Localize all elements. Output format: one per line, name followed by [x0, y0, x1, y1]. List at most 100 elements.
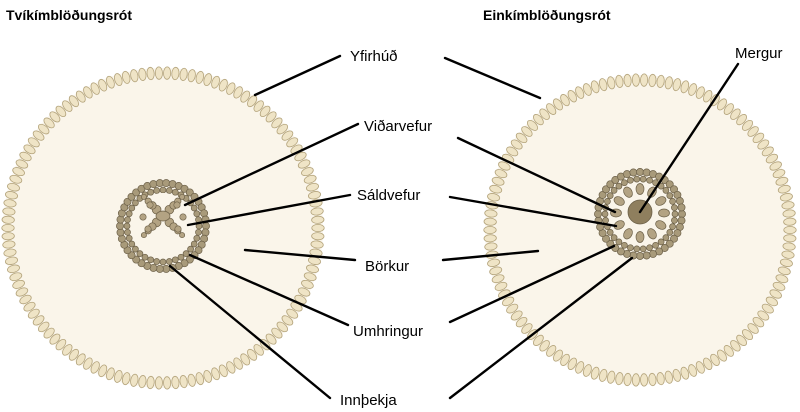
endodermis-cell: [669, 198, 676, 205]
epidermis-cell: [9, 272, 23, 282]
epidermis-cell: [259, 105, 271, 118]
epidermis-cell: [741, 119, 754, 131]
epidermis-cell: [510, 310, 523, 321]
epidermis-cell: [631, 73, 640, 87]
endodermis-cell: [675, 197, 684, 205]
epidermis-cell: [575, 86, 585, 99]
endodermis-cell: [621, 179, 628, 187]
endodermis-cell: [665, 180, 674, 189]
endodermis-cell: [606, 180, 615, 189]
leader-endodermis-left: [168, 264, 332, 400]
epidermis-cell: [233, 357, 243, 370]
epidermis-cell: [23, 301, 36, 312]
vascular-bundle: [655, 220, 667, 230]
epidermis-cell: [761, 146, 774, 157]
epidermis-cell: [730, 340, 741, 352]
endodermis-cell: [615, 238, 623, 246]
endodermis-cell: [125, 210, 133, 218]
endodermis-cell: [171, 256, 179, 264]
label-xylem: Viðarvefur: [364, 118, 432, 135]
epidermis-cell: [703, 357, 713, 370]
phloem-cell: [144, 225, 152, 233]
endodermis-cell: [671, 210, 679, 218]
epidermis-cell: [781, 250, 795, 259]
endodermis-cell: [666, 192, 674, 199]
epidermis-cell: [154, 376, 163, 390]
epidermis-cell: [297, 159, 311, 169]
epidermis-cell: [3, 248, 17, 257]
epidermis-cell: [484, 209, 498, 218]
epidermis-cell: [491, 176, 505, 186]
leader-phloem-left: [186, 193, 352, 227]
epidermis-cell: [75, 353, 86, 366]
epidermis-cell: [240, 353, 251, 366]
epidermis-cell: [4, 191, 19, 200]
label-endodermis: Innþekja: [340, 392, 397, 409]
endodermis-cell: [666, 229, 674, 236]
epidermis-cell: [247, 348, 258, 361]
endodermis-cell: [662, 187, 670, 194]
epidermis-cell: [310, 240, 324, 249]
endodermis-cell: [132, 245, 139, 253]
epidermis-cell: [265, 333, 277, 345]
epidermis-cell: [483, 226, 497, 235]
epidermis-cell: [546, 345, 557, 357]
epidermis-cell: [521, 323, 533, 334]
epidermis-cell: [187, 69, 196, 83]
endodermis-cell: [132, 199, 139, 207]
epidermis-cell: [494, 169, 508, 179]
epidermis-cell: [38, 123, 50, 135]
epidermis-cell: [9, 174, 23, 184]
endodermis-cell: [642, 251, 651, 260]
phloem-cell: [174, 225, 182, 233]
epidermis-cell: [484, 242, 498, 251]
endodermis-cell: [177, 253, 185, 261]
monocot-root-title: Einkímblöðungsrót: [483, 7, 611, 23]
epidermis-cell: [307, 191, 322, 200]
xylem-cell: [179, 193, 186, 200]
label-cortex: Börkur: [365, 258, 409, 275]
monocot-epidermis: [483, 73, 797, 387]
epidermis-cell: [138, 375, 147, 389]
epidermis-cell: [233, 86, 243, 99]
epidermis-cell: [598, 368, 608, 382]
epidermis-cell: [171, 375, 180, 390]
vascular-bundle: [613, 220, 625, 230]
epidermis-cell: [122, 70, 131, 84]
epidermis-cell: [276, 321, 288, 333]
epidermis-cell: [575, 361, 585, 374]
leader-epidermis-left: [253, 54, 342, 97]
epidermis-cell: [769, 161, 782, 171]
endodermis-cell: [636, 252, 644, 260]
label-epidermis: Yfirhúð: [350, 48, 398, 65]
epidermis-cell: [211, 75, 220, 89]
epidermis-cell: [146, 375, 155, 390]
leader-epidermis-right: [443, 56, 542, 100]
epidermis-cell: [590, 80, 600, 94]
epidermis-cell: [615, 74, 624, 88]
leader-phloem-right: [448, 195, 618, 228]
epidermis-cell: [114, 73, 123, 87]
epidermis-cell: [672, 78, 682, 92]
leader-endodermis-right: [448, 256, 634, 400]
endodermis-cell: [623, 170, 631, 179]
endodermis-cell: [606, 192, 614, 199]
epidermis-cell: [311, 223, 325, 232]
endodermis-cell: [193, 234, 201, 242]
epidermis-cell: [90, 82, 100, 95]
epidermis-cell: [607, 76, 616, 90]
vascular-bundle: [655, 196, 667, 206]
epidermis-cell: [598, 78, 608, 92]
epidermis-cell: [106, 367, 115, 381]
epidermis-cell: [253, 100, 264, 112]
dicot-root-title: Tvíkímblöðungsrót: [6, 7, 132, 23]
epidermis-cell: [130, 373, 139, 387]
epidermis-cell: [510, 139, 523, 150]
phloem-cell: [139, 213, 147, 221]
epidermis-cell: [533, 114, 544, 126]
epidermis-cell: [772, 169, 786, 179]
epidermis-cell: [306, 264, 319, 274]
endodermis-cell: [639, 175, 647, 183]
epidermis-cell: [163, 66, 172, 80]
epidermis-cell: [7, 264, 20, 274]
